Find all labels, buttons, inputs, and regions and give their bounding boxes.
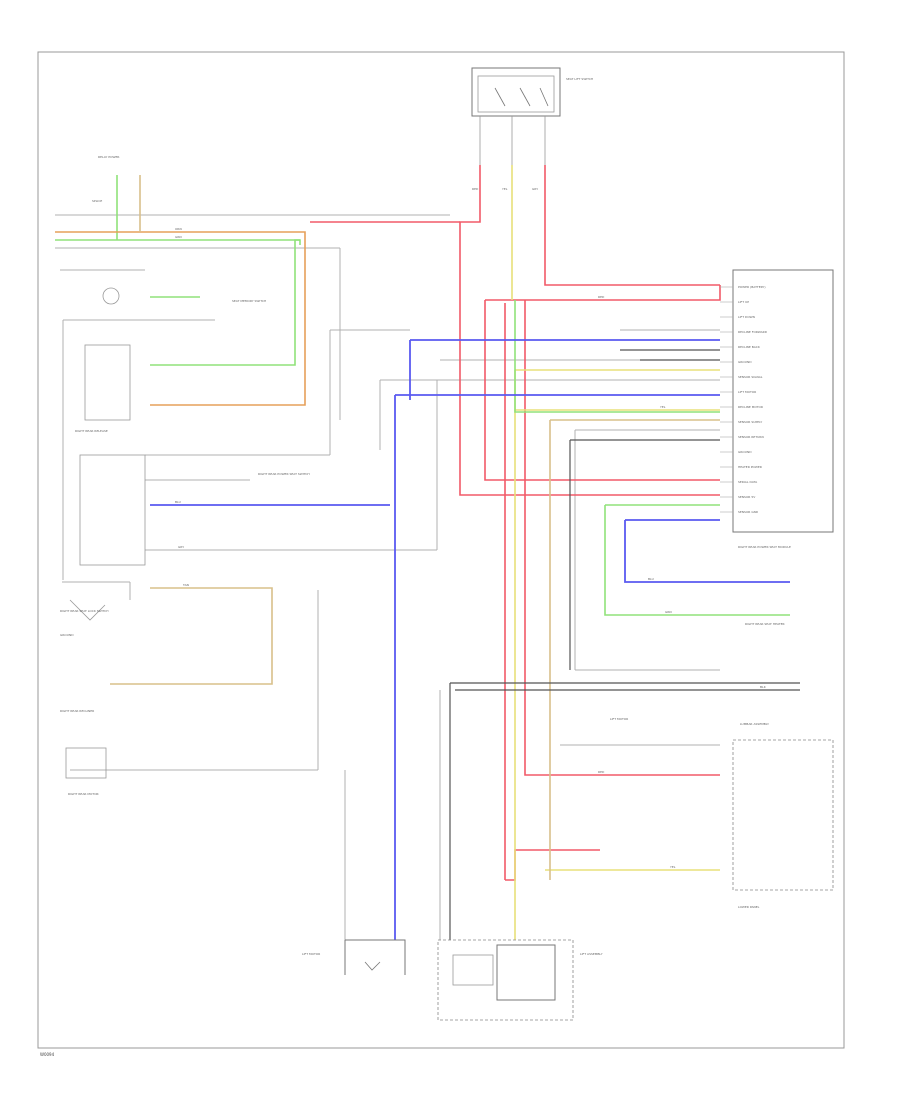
top-switch-label: SEAT LIFT SWITCH bbox=[566, 77, 593, 81]
control-module-label: RIGHT REAR POWER SEAT MODULE bbox=[738, 545, 791, 549]
blue-wires bbox=[150, 339, 790, 940]
module-pin-label: GROUND bbox=[738, 450, 752, 454]
relay-power-label: RELAY POWER bbox=[98, 155, 119, 159]
tan-wires bbox=[110, 175, 720, 880]
gray-wires bbox=[55, 214, 720, 940]
wire-label-yellow: YEL bbox=[502, 187, 508, 191]
red-wires bbox=[310, 165, 721, 881]
module-pin-label: RECLINE BACK bbox=[738, 345, 761, 349]
right-rear-seat-heater-label: RIGHT REAR SEAT HEATER bbox=[745, 622, 785, 626]
wire-label-yellow-3: YEL bbox=[670, 865, 676, 869]
lower-panel-label: LOWER PANEL bbox=[738, 905, 760, 909]
lift-assembly-component bbox=[437, 939, 574, 1021]
wire-label-green-2: GRN bbox=[665, 610, 672, 614]
seat-lock-switch-label: RIGHT REAR SEAT LOCK SWITCH bbox=[60, 609, 109, 613]
module-connector-ticks bbox=[720, 286, 733, 513]
relay-supply-label: SPLICE bbox=[92, 199, 102, 203]
right-rear-headrest-label: RIGHT REAR POWER SEAT SWITCH bbox=[258, 472, 310, 476]
control-module bbox=[732, 269, 834, 533]
lift-assembly-label: LIFT ASSEMBLY bbox=[580, 952, 603, 956]
module-pin-label: POWER (BATTERY) bbox=[738, 285, 766, 289]
module-pin-label: SENSOR SUPPLY bbox=[738, 420, 762, 424]
wire-label-blue: BLU bbox=[175, 500, 181, 504]
wire-label-red-2: RED bbox=[598, 295, 605, 299]
module-pin-label: HEATER POWER bbox=[738, 465, 762, 469]
figure-id: W0094 bbox=[40, 1052, 55, 1057]
wire-label-red: RED bbox=[472, 187, 479, 191]
lift-motor-top-label: LIFT MOTOR bbox=[610, 717, 628, 721]
top-switch bbox=[471, 67, 561, 165]
wire-label-red-3: RED bbox=[598, 770, 605, 774]
black-wires bbox=[449, 349, 800, 940]
wire-label-gray: GRY bbox=[532, 187, 538, 191]
module-pin-label: RECLINE MOTOR bbox=[738, 405, 763, 409]
module-pin-label: RECLINE FORWARD bbox=[738, 330, 768, 334]
module-pin-label: LIFT MOTOR bbox=[738, 390, 756, 394]
lift-motor-component bbox=[344, 939, 406, 975]
module-pin-label: SENSOR SIGNAL bbox=[738, 375, 763, 379]
module-pin-label: SENSOR 5V bbox=[738, 495, 756, 499]
wire-label-blue-2: BLU bbox=[648, 577, 654, 581]
memory-switch-label: SEAT MEMORY SWITCH bbox=[232, 299, 266, 303]
right-rear-recliner-label: RIGHT REAR RECLINER bbox=[60, 709, 94, 713]
wire-label-black: BLK bbox=[760, 685, 767, 689]
outer-frame bbox=[37, 51, 845, 1049]
module-pin-label: GROUND bbox=[738, 360, 752, 364]
wire-label-orange: ORN bbox=[175, 227, 182, 231]
lower-panel bbox=[732, 739, 834, 891]
lift-motor-label: LIFT MOTOR bbox=[302, 952, 320, 956]
module-pin-labels: POWER (BATTERY) LIFT UP LIFT DOWN RECLINE F… bbox=[738, 285, 768, 514]
wire-label-green: GRN bbox=[175, 235, 182, 239]
module-pin-label: SENSOR RETURN bbox=[738, 435, 764, 439]
ground-strap-label: GROUND bbox=[60, 633, 74, 637]
yellow-wires bbox=[511, 165, 720, 940]
right-rear-motor-label: RIGHT REAR MOTOR bbox=[68, 792, 99, 796]
orange-wires bbox=[55, 231, 306, 406]
right-rear-release-label: RIGHT REAR RELEASE bbox=[75, 429, 108, 433]
wire-label-tan: TAN bbox=[182, 583, 189, 587]
module-pin-label: LIFT DOWN bbox=[738, 315, 755, 319]
module-pin-label: LIFT UP bbox=[738, 300, 749, 304]
left-components bbox=[65, 287, 146, 779]
lumbar-assembly-label: LUMBAR ASSEMBLY bbox=[740, 722, 769, 726]
module-pin-label: SENSOR GND bbox=[738, 510, 759, 514]
module-pin-label: SERIAL DATA bbox=[738, 480, 758, 484]
wire-label-gray-2: GRY bbox=[178, 545, 184, 549]
green-wires bbox=[55, 175, 790, 616]
wire-label-yellow-2: YEL bbox=[660, 405, 666, 409]
